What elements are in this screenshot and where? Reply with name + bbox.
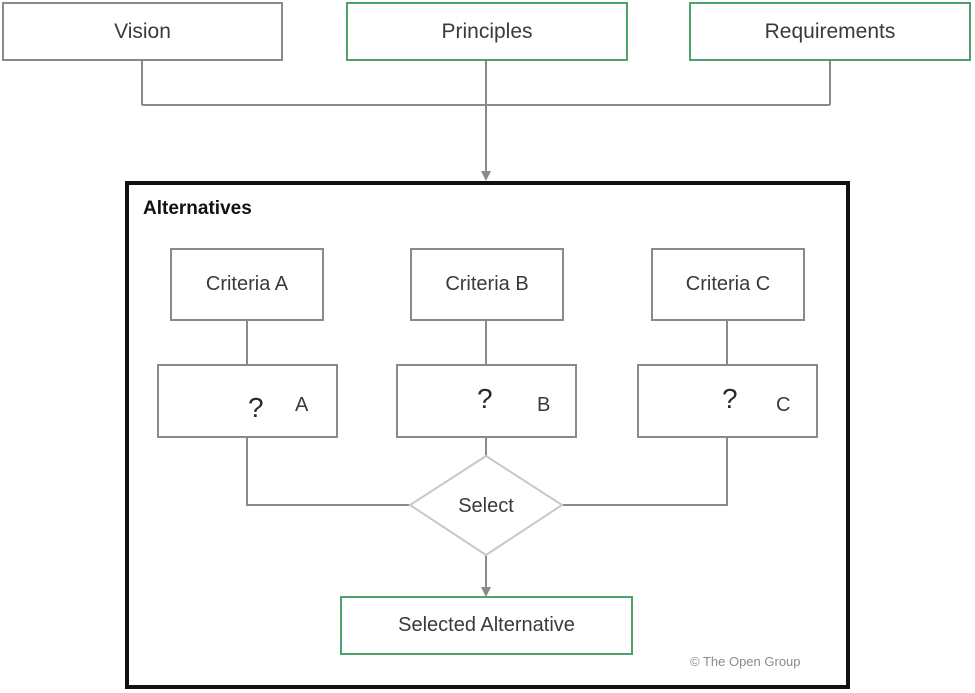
alternatives-title: Alternatives: [143, 198, 252, 219]
option-a-to-select: [246, 437, 410, 506]
option-a-question-mark: ?: [248, 392, 264, 423]
vision-box: Vision: [2, 2, 283, 61]
option-c-question-mark: ?: [722, 383, 738, 414]
principles-box: Principles: [346, 2, 628, 61]
option-a-box: ? A: [157, 364, 338, 438]
option-a-letter: A: [295, 394, 309, 416]
criteria-b-label: Criteria B: [445, 273, 529, 295]
alternatives-frame: [125, 181, 850, 689]
criteria-c-box: Criteria C: [651, 248, 805, 321]
selected-alternative-box: Selected Alternative: [340, 596, 633, 655]
selected-alternative-label: Selected Alternative: [398, 614, 575, 636]
copyright-notice: © The Open Group: [690, 654, 801, 669]
requirements-label: Requirements: [764, 19, 896, 43]
criteria-a-box: Criteria A: [170, 248, 324, 321]
option-b-letter: B: [537, 394, 551, 416]
criteria-b-box: Criteria B: [410, 248, 564, 321]
option-c-letter: C: [776, 394, 791, 416]
option-b-box: ? B: [396, 364, 577, 438]
criteria-c-label: Criteria C: [685, 273, 771, 295]
principles-label: Principles: [441, 19, 533, 43]
requirements-box: Requirements: [689, 2, 971, 61]
criteria-a-label: Criteria A: [205, 273, 289, 295]
option-c-box: ? C: [637, 364, 818, 438]
select-label: Select: [458, 494, 514, 517]
option-c-to-select: [562, 437, 728, 506]
option-b-question-mark: ?: [477, 383, 493, 414]
select-diamond: [408, 454, 564, 557]
vision-label: Vision: [114, 19, 171, 43]
